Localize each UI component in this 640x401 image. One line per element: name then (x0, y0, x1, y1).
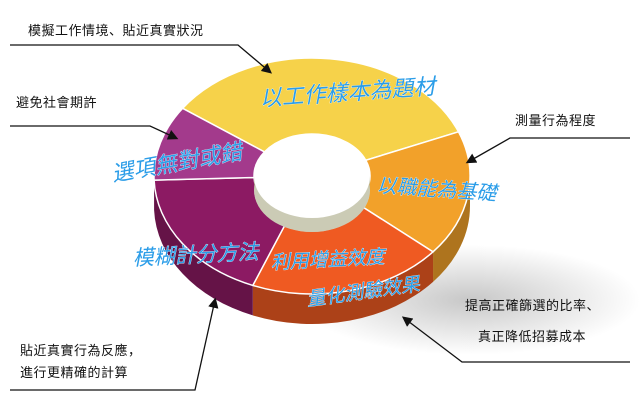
callout-social-desirability: 避免社會期許 (16, 96, 98, 111)
donut-hole-inner-wall (254, 176, 370, 232)
callout-work-sample: 模擬工作情境、貼近真實狀況 (28, 24, 204, 39)
donut-segment-1 (355, 130, 471, 253)
callout-real-behavior: 貼近真實行為反應， (20, 344, 142, 359)
donut-side-2 (252, 251, 434, 324)
callout-selection-rate: 提高正確篩選的比率、 (465, 299, 601, 314)
callout-precise-calc: 進行更精確的計算 (20, 366, 129, 381)
donut-segment-0 (181, 57, 460, 162)
callout-line-work-sample (10, 44, 272, 74)
donut-segment-4 (153, 107, 266, 181)
callout-behavior-degree: 測量行為程度 (515, 114, 597, 129)
callout-line-social-desirability (10, 125, 179, 140)
callout-line-selection-rate (401, 316, 630, 363)
callout-line-behavior-degree (465, 137, 630, 164)
segment-label-fuzzy-scoring: 模糊計分方法 (132, 240, 261, 271)
donut-side-3 (154, 180, 253, 316)
callout-recruit-cost: 真正降低招募成本 (478, 330, 587, 345)
donut-side-1 (433, 176, 470, 282)
donut-hole (254, 148, 370, 232)
callout-line-real-behavior (10, 297, 219, 391)
